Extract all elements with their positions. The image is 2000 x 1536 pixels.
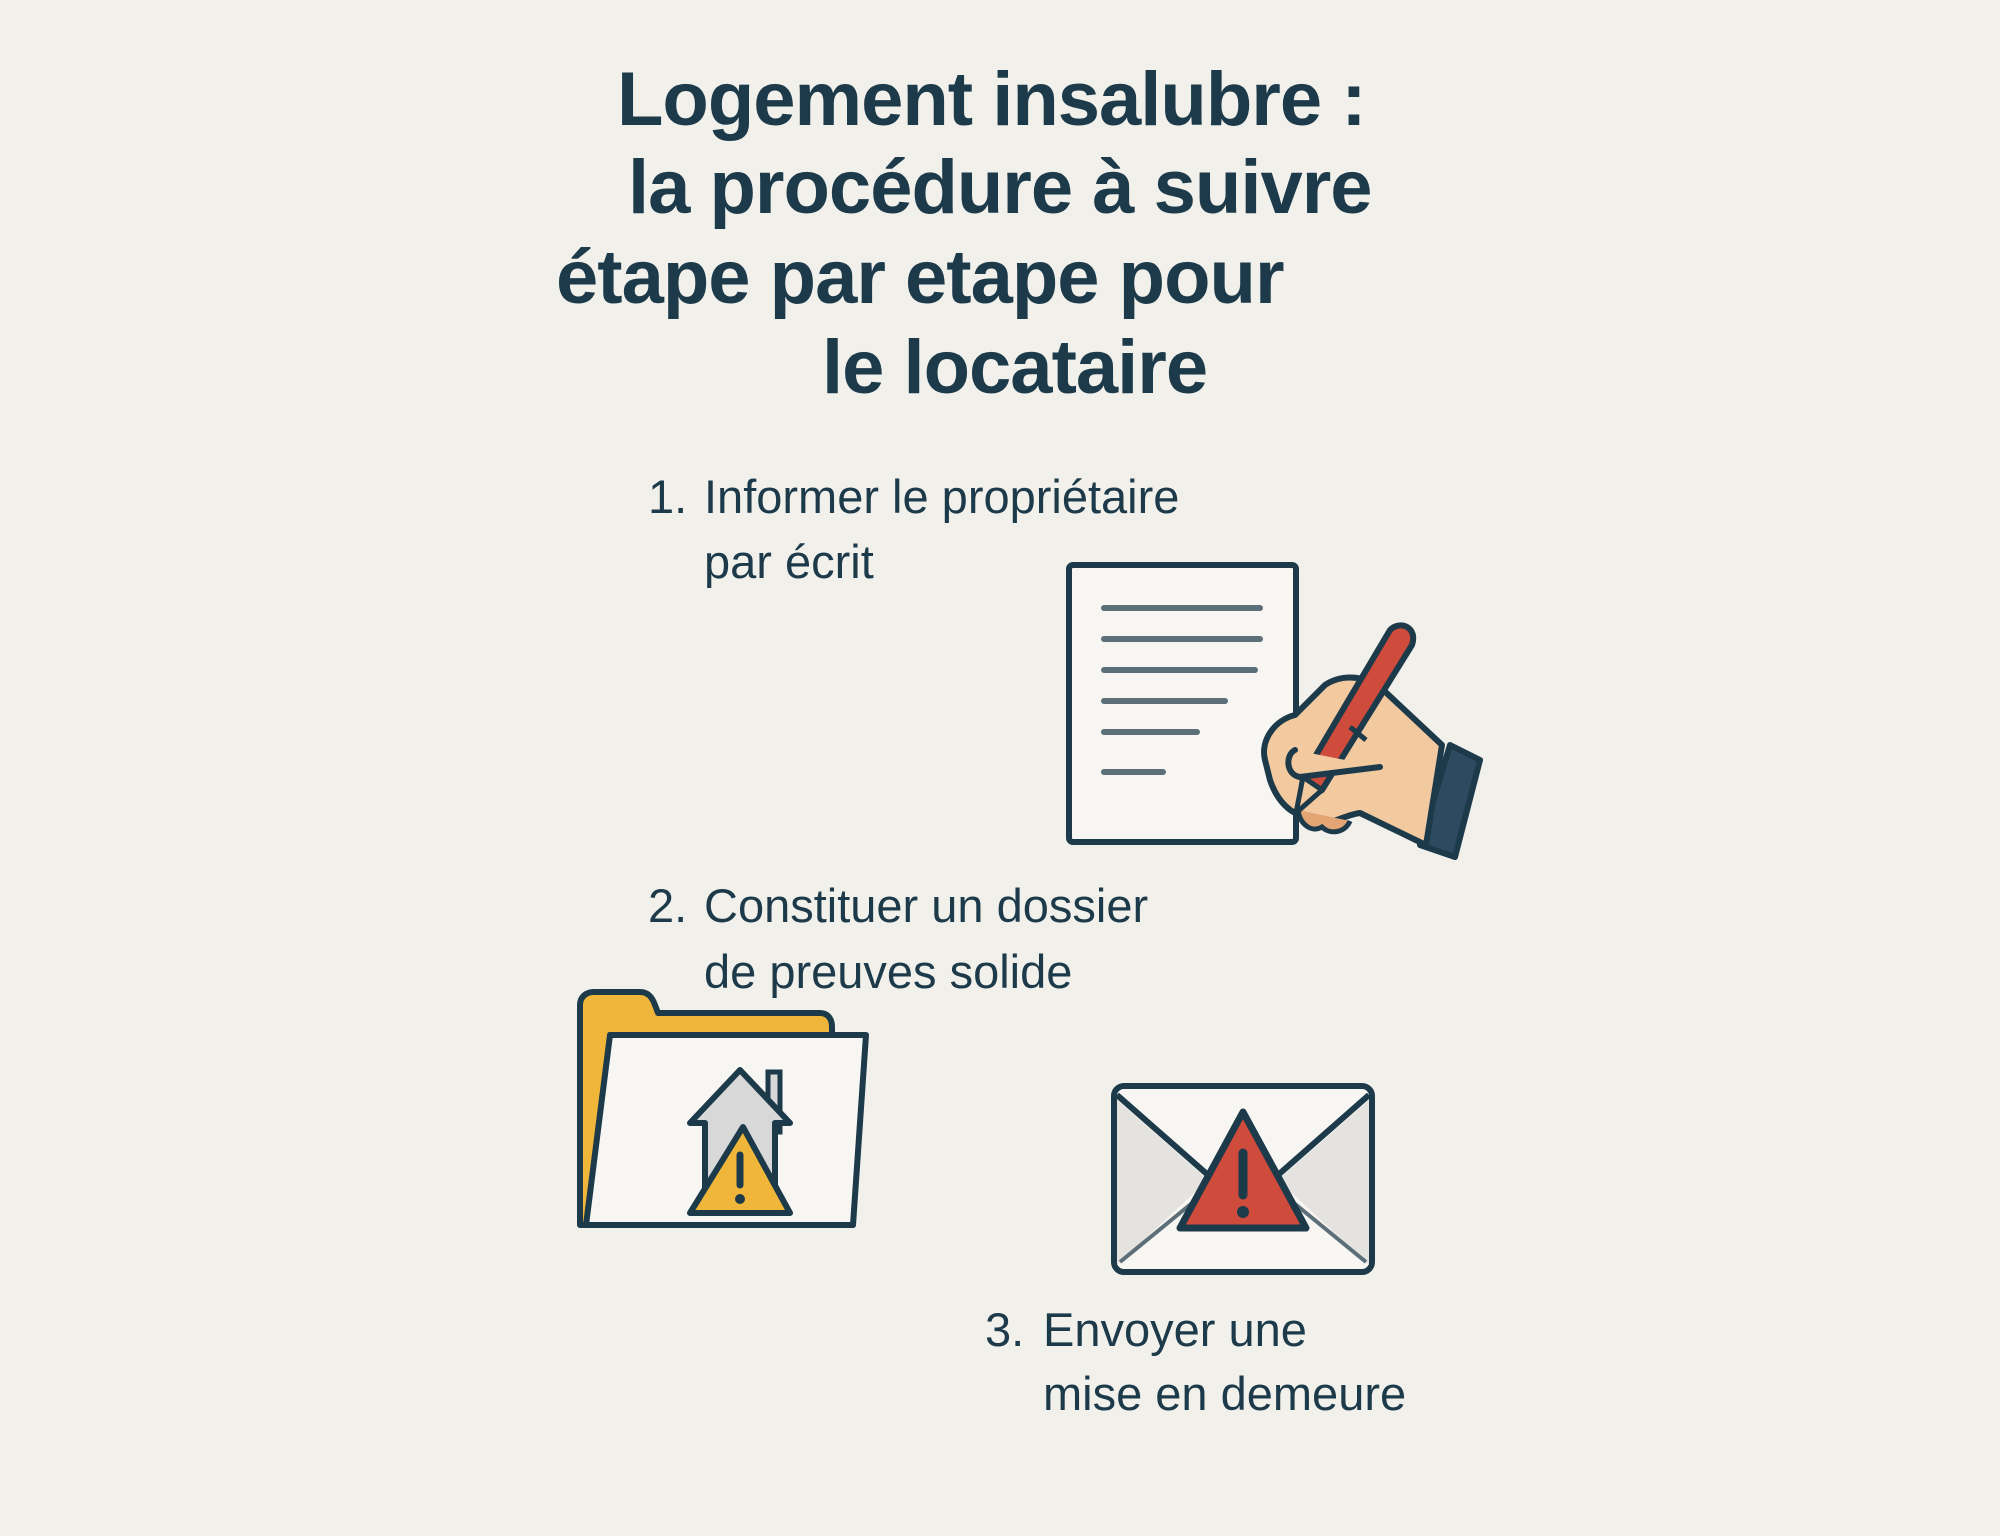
title-line-2: la procédure à suivre: [628, 145, 1373, 230]
step-3-line1: Envoyer une: [1043, 1303, 1307, 1356]
folder-house-warning-icon: [577, 989, 869, 1228]
step-1-number: 1.: [648, 470, 688, 523]
document-writing-hand-icon: [1066, 562, 1483, 860]
step-1-line2: par écrit: [704, 535, 874, 588]
step-3-line2: mise en demeure: [1043, 1367, 1407, 1420]
step-3-number: 3.: [985, 1303, 1025, 1356]
step-2-line1: Constituer un dossier: [704, 879, 1149, 932]
title-line-4: le locataire: [822, 325, 1208, 410]
title-line-3: étape par etape pour: [556, 235, 1285, 320]
step-2-number: 2.: [648, 879, 688, 932]
step-1-line1: Informer le propriétaire: [704, 470, 1180, 523]
step-2-line2: de preuves solide: [704, 945, 1073, 998]
title-line-1: Logement insalubre :: [617, 57, 1367, 142]
envelope-warning-icon: [1111, 1083, 1375, 1275]
